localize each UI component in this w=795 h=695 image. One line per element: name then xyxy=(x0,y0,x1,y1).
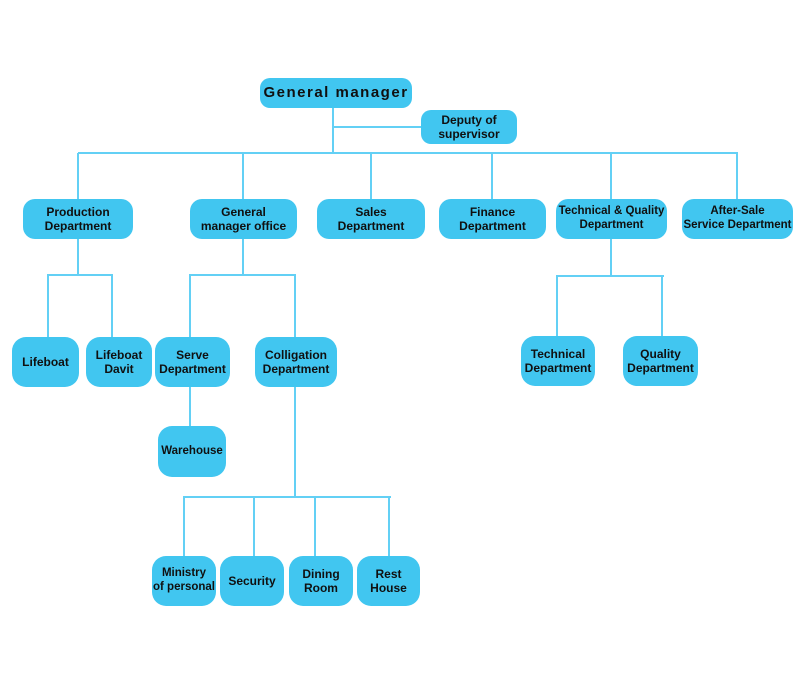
connector-line xyxy=(370,153,372,199)
connector-line xyxy=(661,277,663,336)
connector-line xyxy=(77,239,79,276)
connector-line xyxy=(314,498,316,556)
org-node-lifeboat: Lifeboat xyxy=(12,337,79,387)
connector-line xyxy=(610,239,612,277)
connector-line xyxy=(253,498,255,556)
org-node-serve-department: Serve Department xyxy=(155,337,230,387)
org-node-technical-department: Technical Department xyxy=(521,336,595,386)
org-node-after-sale-service-department: After-Sale Service Department xyxy=(682,199,793,239)
org-node-technical-quality-department: Technical & Quality Department xyxy=(556,199,667,239)
connector-line xyxy=(556,277,558,336)
org-node-production-department: Production Department xyxy=(23,199,133,239)
connector-line xyxy=(388,498,390,556)
org-node-general-manager: General manager xyxy=(260,78,412,108)
org-node-quality-department: Quality Department xyxy=(623,336,698,386)
connector-line xyxy=(183,498,185,556)
org-node-ministry-of-personal: Ministry of personal xyxy=(152,556,216,606)
connector-line xyxy=(111,276,113,337)
org-node-lifeboat-davit: Lifeboat Davit xyxy=(86,337,152,387)
org-node-dining-room: Dining Room xyxy=(289,556,353,606)
org-node-rest-house: Rest House xyxy=(357,556,420,606)
connector-line xyxy=(332,107,334,153)
connector-line xyxy=(189,387,191,426)
org-node-colligation-department: Colligation Department xyxy=(255,337,337,387)
connector-line xyxy=(556,275,664,277)
connector-line xyxy=(47,276,49,337)
connector-line xyxy=(183,496,391,498)
connector-line xyxy=(47,274,113,276)
org-node-warehouse: Warehouse xyxy=(158,426,226,477)
org-node-sales-department: Sales Department xyxy=(317,199,425,239)
connector-line xyxy=(242,153,244,199)
connector-line xyxy=(332,126,421,128)
connector-line xyxy=(736,153,738,199)
connector-line xyxy=(78,152,738,154)
connector-line xyxy=(294,387,296,498)
connector-line xyxy=(242,239,244,276)
connector-line xyxy=(189,276,191,337)
connector-line xyxy=(491,153,493,199)
connector-line xyxy=(294,276,296,337)
connector-line xyxy=(610,153,612,199)
org-node-deputy-of-supervisor: Deputy of supervisor xyxy=(421,110,517,144)
org-node-finance-department: Finance Department xyxy=(439,199,546,239)
org-node-general-manager-office: General manager office xyxy=(190,199,297,239)
connector-line xyxy=(77,153,79,199)
connector-line xyxy=(189,274,296,276)
org-node-security: Security xyxy=(220,556,284,606)
